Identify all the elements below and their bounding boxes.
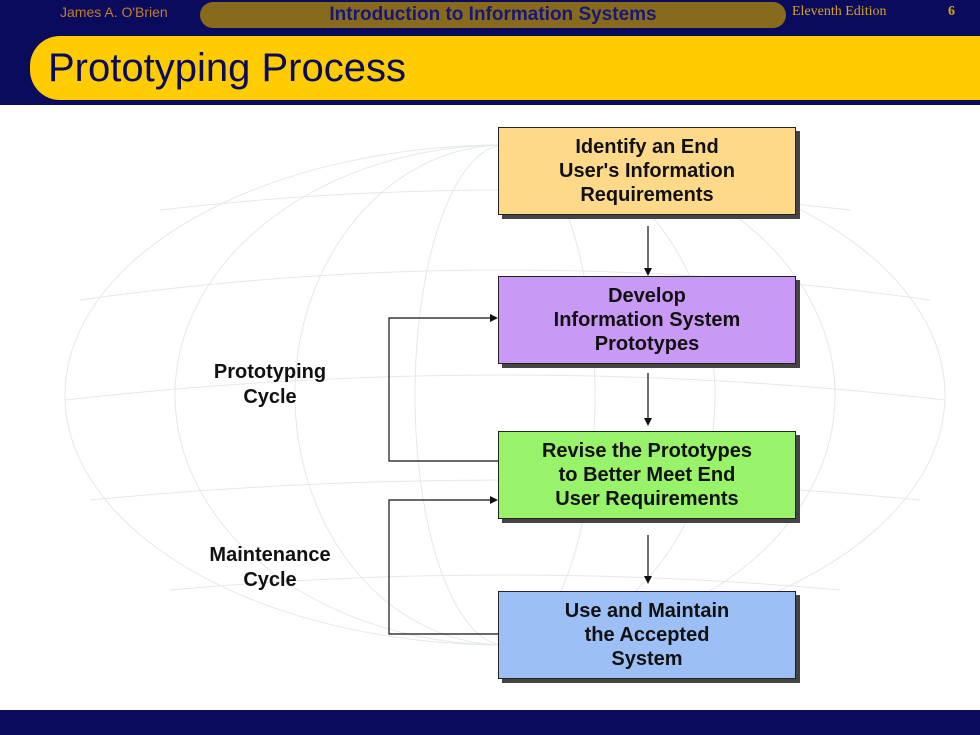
step-label: Develop Information System Prototypes (553, 285, 741, 355)
step-label: Revise the Prototypes to Better Meet End… (541, 440, 753, 510)
arrowhead (644, 268, 652, 276)
globe-meridian (414, 144, 596, 646)
book-title-pill (200, 2, 786, 28)
prototyping-cycle-loop (388, 317, 498, 462)
step-identify-requirements: Identify an End User's Information Requi… (498, 127, 796, 215)
globe-parallel (64, 374, 946, 401)
step-use-and-maintain: Use and Maintain the Accepted System (498, 591, 796, 679)
page-number: 6 (948, 4, 955, 19)
globe-parallel (79, 269, 931, 301)
step-label: Identify an End User's Information Requi… (559, 136, 735, 206)
step-label: Use and Maintain the Accepted System (564, 600, 730, 670)
slide-title: Prototyping Process (48, 46, 406, 90)
footer-bar (0, 710, 980, 735)
prototyping-cycle-label: Prototyping Cycle (213, 361, 327, 408)
arrowhead (490, 314, 498, 322)
arrowhead (490, 496, 498, 504)
maintenance-cycle-label: Maintenance Cycle (209, 544, 331, 591)
author-name: James A. O'Brien (60, 4, 168, 20)
arrowhead (644, 418, 652, 426)
step-develop-prototypes: Develop Information System Prototypes (498, 276, 796, 364)
book-title: Introduction to Information Systems (329, 4, 657, 25)
title-band (30, 36, 980, 100)
step-revise-prototypes: Revise the Prototypes to Better Meet End… (498, 431, 796, 519)
maintenance-cycle-loop (388, 499, 498, 635)
globe-parallel (169, 574, 841, 591)
arrowhead (644, 576, 652, 584)
edition-label: Eleventh Edition (792, 4, 887, 19)
